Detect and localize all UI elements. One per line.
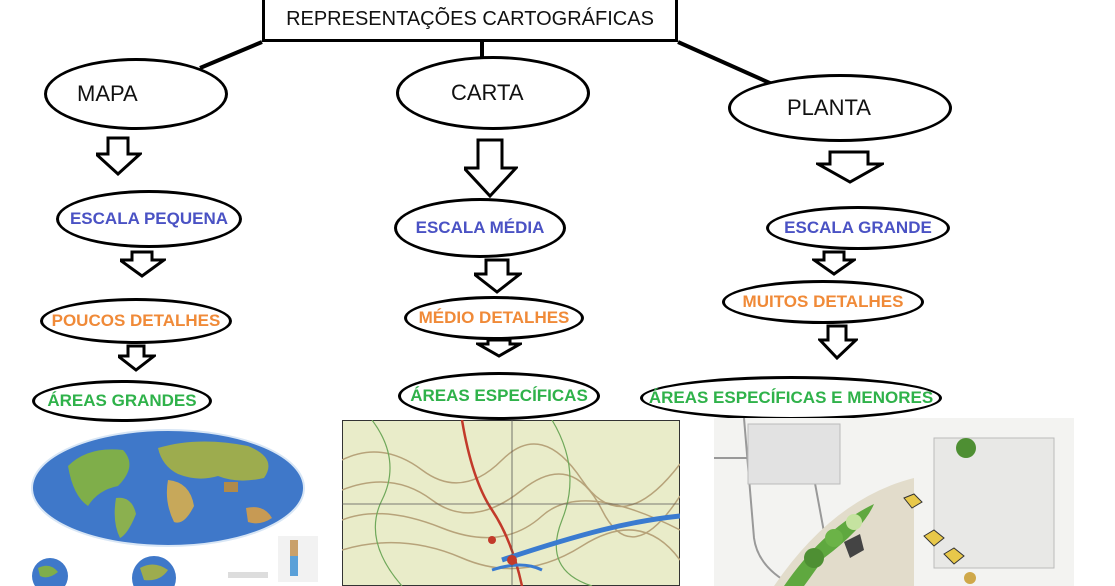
node-mapa: MAPA bbox=[44, 58, 228, 130]
arrow-down-icon bbox=[96, 136, 142, 176]
arrow-down-icon bbox=[476, 338, 522, 358]
connector-mapa bbox=[199, 40, 263, 70]
node-muitos-detalhes-label: MUITOS DETALHES bbox=[742, 292, 904, 311]
node-planta: PLANTA bbox=[728, 74, 952, 142]
arrow-down-icon bbox=[464, 138, 518, 198]
diagram-title: REPRESENTAÇÕES CARTOGRÁFICAS bbox=[262, 0, 678, 42]
arrow-down-icon bbox=[120, 250, 166, 278]
arrow-down-icon bbox=[118, 344, 156, 372]
node-poucos-detalhes: POUCOS DETALHES bbox=[40, 298, 232, 344]
node-escala-grande: ESCALA GRANDE bbox=[766, 206, 950, 250]
node-mapa-label: MAPA bbox=[77, 81, 138, 106]
node-areas-especificas-label: ÁREAS ESPECÍFICAS bbox=[410, 386, 588, 405]
node-areas-especificas-menores: ÁREAS ESPECÍFICAS E MENORES bbox=[640, 376, 942, 420]
node-escala-pequena: ESCALA PEQUENA bbox=[56, 190, 242, 248]
arrow-down-icon bbox=[812, 250, 856, 276]
connector-planta bbox=[677, 40, 773, 86]
node-planta-label: PLANTA bbox=[787, 95, 871, 120]
node-poucos-detalhes-label: POUCOS DETALHES bbox=[51, 311, 221, 330]
arrow-down-icon bbox=[474, 258, 522, 294]
node-areas-especificas-menores-label: ÁREAS ESPECÍFICAS E MENORES bbox=[648, 388, 934, 407]
node-muitos-detalhes: MUITOS DETALHES bbox=[722, 280, 924, 324]
arrow-down-icon bbox=[816, 150, 884, 184]
node-carta: CARTA bbox=[396, 56, 590, 130]
node-areas-especificas: ÁREAS ESPECÍFICAS bbox=[398, 372, 600, 420]
node-areas-grandes: ÁREAS GRANDES bbox=[32, 380, 212, 422]
node-escala-grande-label: ESCALA GRANDE bbox=[784, 218, 932, 237]
arrow-down-icon bbox=[818, 324, 858, 360]
node-carta-label: CARTA bbox=[451, 80, 524, 105]
world-map-image bbox=[28, 426, 318, 586]
site-plan-image bbox=[714, 418, 1074, 586]
node-escala-pequena-label: ESCALA PEQUENA bbox=[69, 209, 229, 228]
node-medio-detalhes: MÉDIO DETALHES bbox=[404, 296, 584, 340]
topographic-chart-image bbox=[342, 420, 680, 586]
node-escala-media-label: ESCALA MÉDIA bbox=[415, 218, 545, 237]
node-escala-media: ESCALA MÉDIA bbox=[394, 198, 566, 258]
node-medio-detalhes-label: MÉDIO DETALHES bbox=[418, 308, 570, 327]
node-areas-grandes-label: ÁREAS GRANDES bbox=[47, 391, 197, 410]
